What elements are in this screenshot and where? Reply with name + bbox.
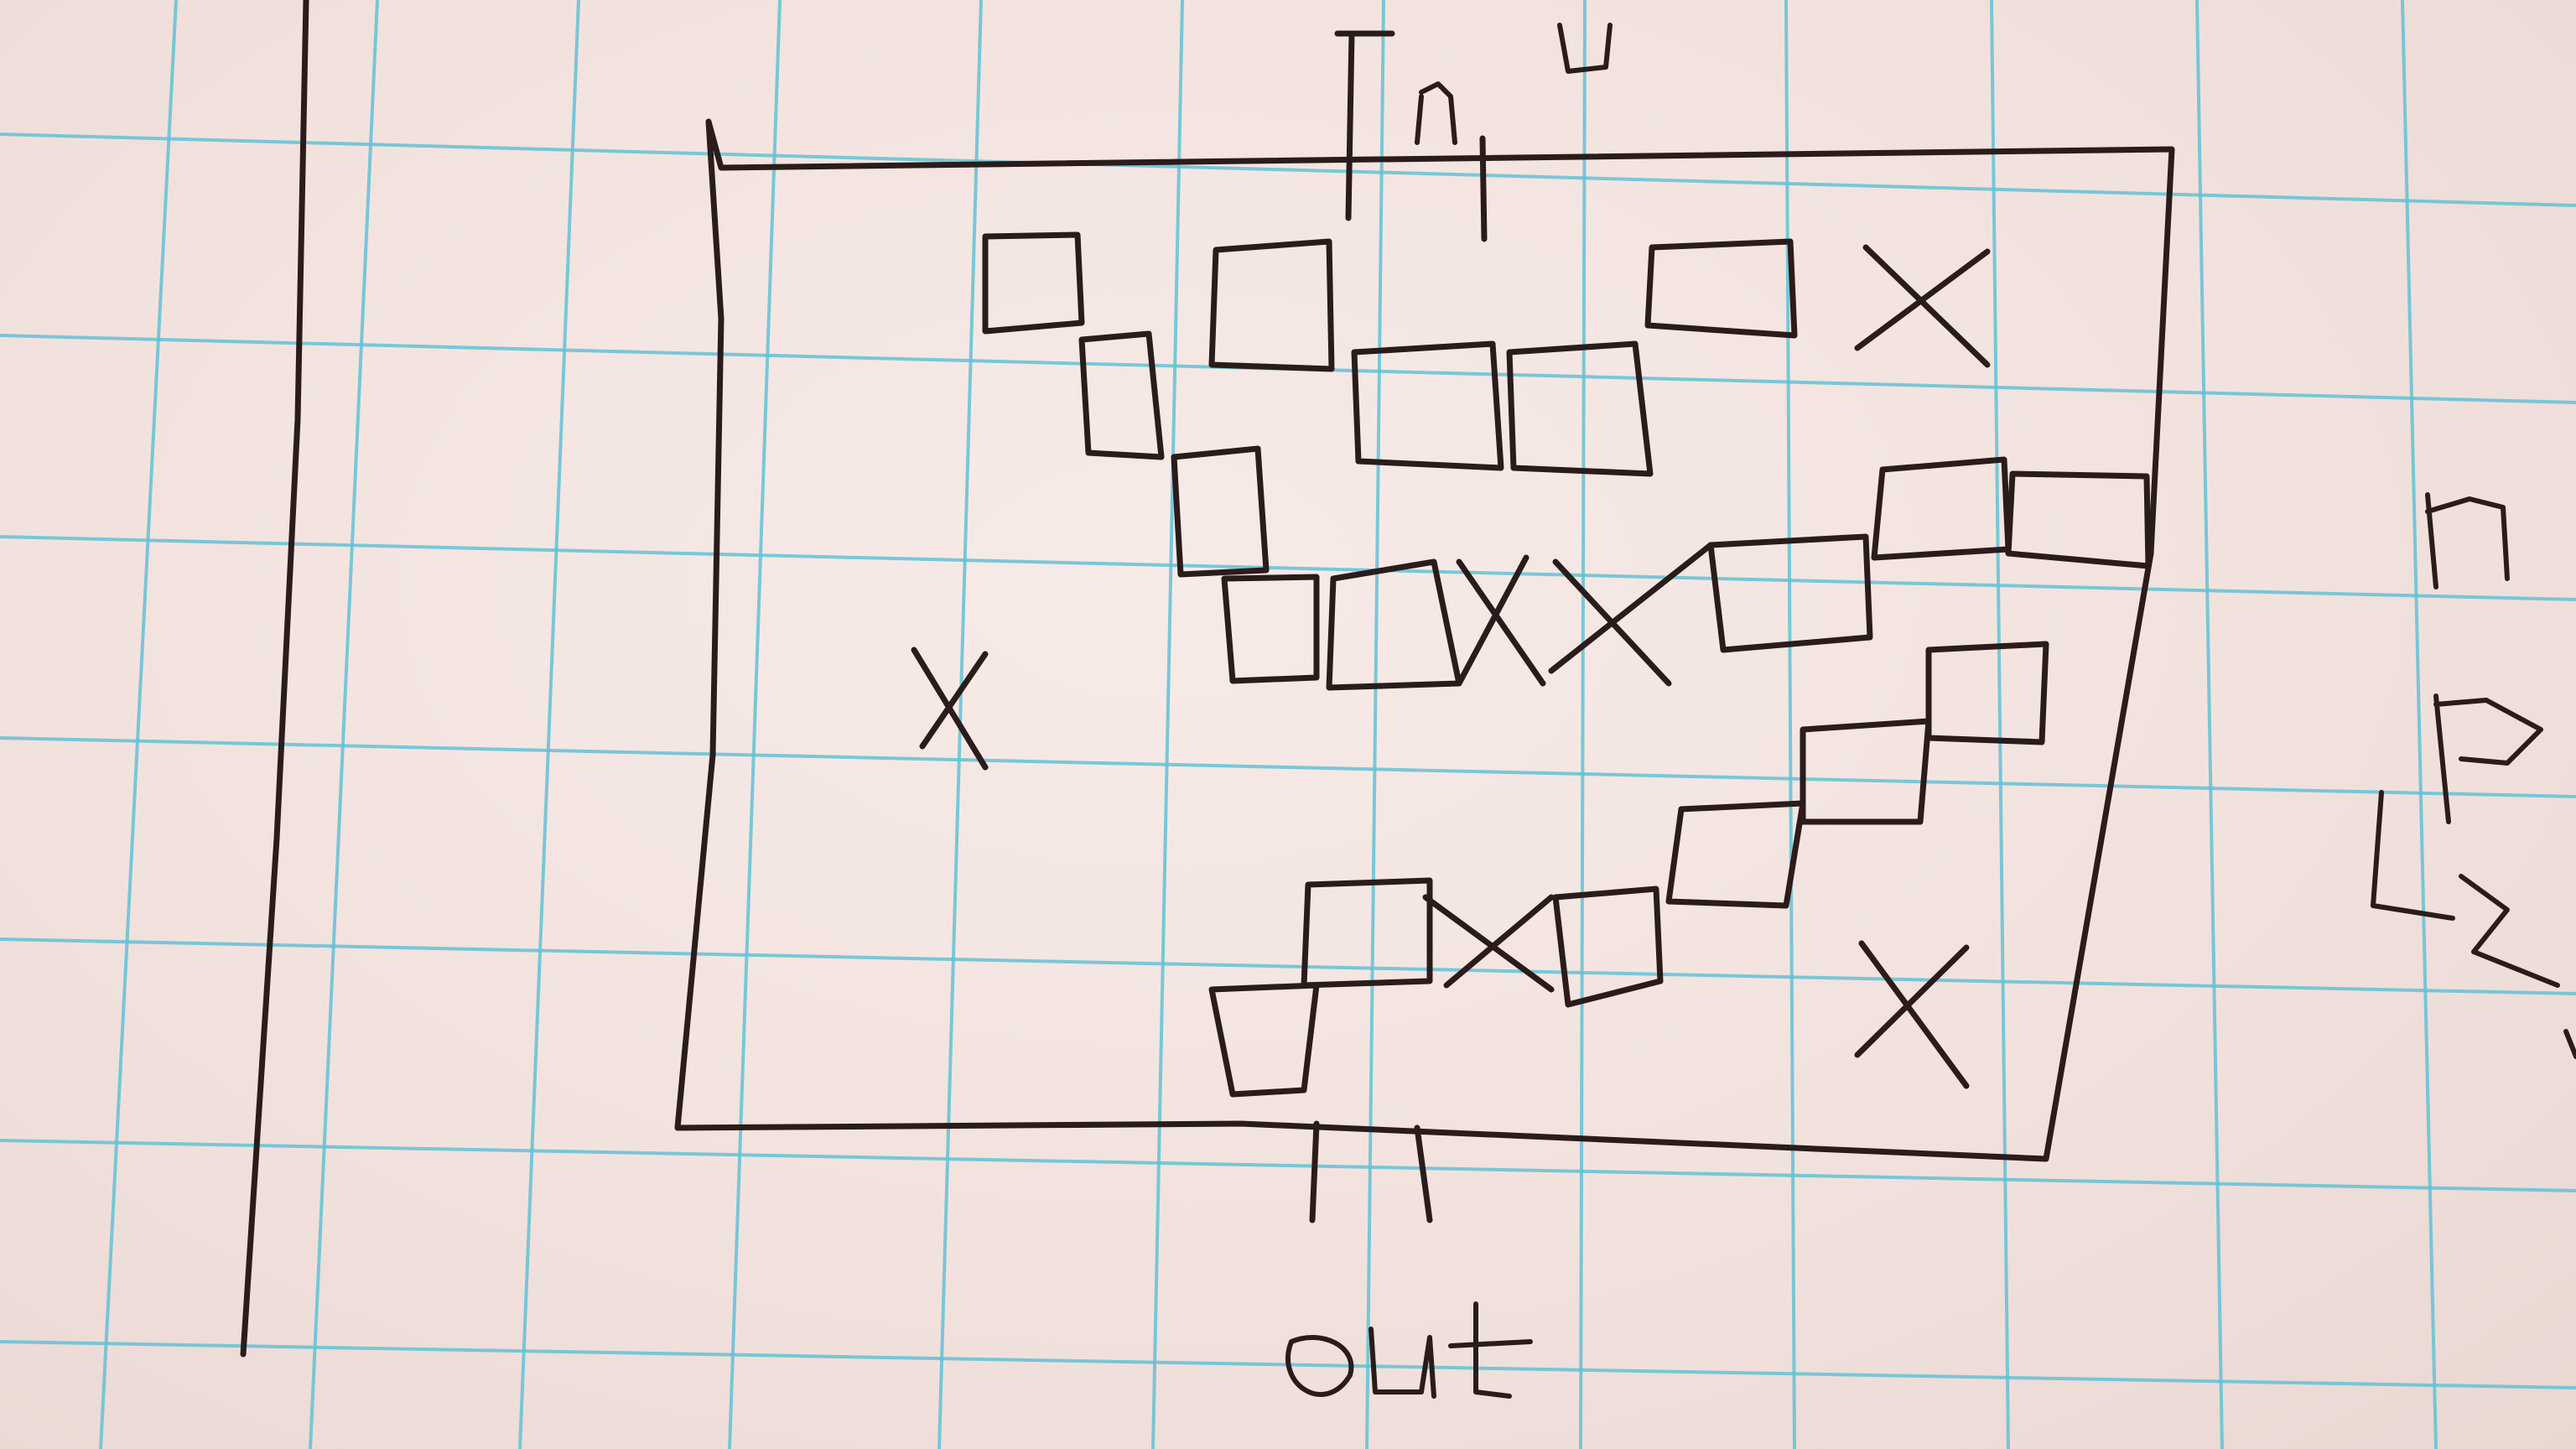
tile (1665, 800, 1806, 909)
tile (1208, 238, 1335, 372)
room-frame (674, 118, 2175, 1162)
tile (1171, 445, 1270, 578)
in-label-ink (1415, 23, 1613, 145)
side-note-n: n (2423, 503, 2424, 504)
margin-line (240, 0, 309, 1358)
tile (1301, 877, 1433, 989)
crossing (1548, 542, 1714, 687)
tile (1351, 340, 1504, 471)
tile (1871, 456, 2012, 561)
tile (1644, 238, 1798, 339)
blocked-tile-left (911, 647, 989, 771)
blocked-tile-bottom-right (1854, 940, 1970, 1089)
blocked-marker-label: X (922, 671, 923, 672)
tile (1506, 340, 1654, 477)
blocked-tile-top-right (1854, 244, 1991, 368)
exit-marks (1309, 1120, 1433, 1223)
entrance-marks (1334, 30, 1488, 242)
side-note-p: p (2432, 713, 2433, 714)
tile (982, 231, 1085, 335)
tile (1326, 558, 1462, 691)
tile (1208, 982, 1320, 1098)
tile (1925, 641, 2049, 745)
crossing-marks (1422, 542, 1714, 993)
tile (2005, 470, 2152, 569)
crossing (1422, 894, 1555, 993)
tile (1800, 718, 1932, 825)
out-label: out (1291, 1342, 1293, 1343)
tile (1078, 330, 1165, 460)
out-label-ink (1285, 1301, 1533, 1399)
side-notes-ink (2371, 492, 2576, 1059)
crossing (1456, 554, 1546, 687)
tile-path (982, 231, 2152, 1098)
tile (1221, 574, 1320, 684)
blocked-markers (911, 244, 1991, 1089)
tile (1707, 533, 1873, 653)
tile (1552, 886, 1664, 1008)
